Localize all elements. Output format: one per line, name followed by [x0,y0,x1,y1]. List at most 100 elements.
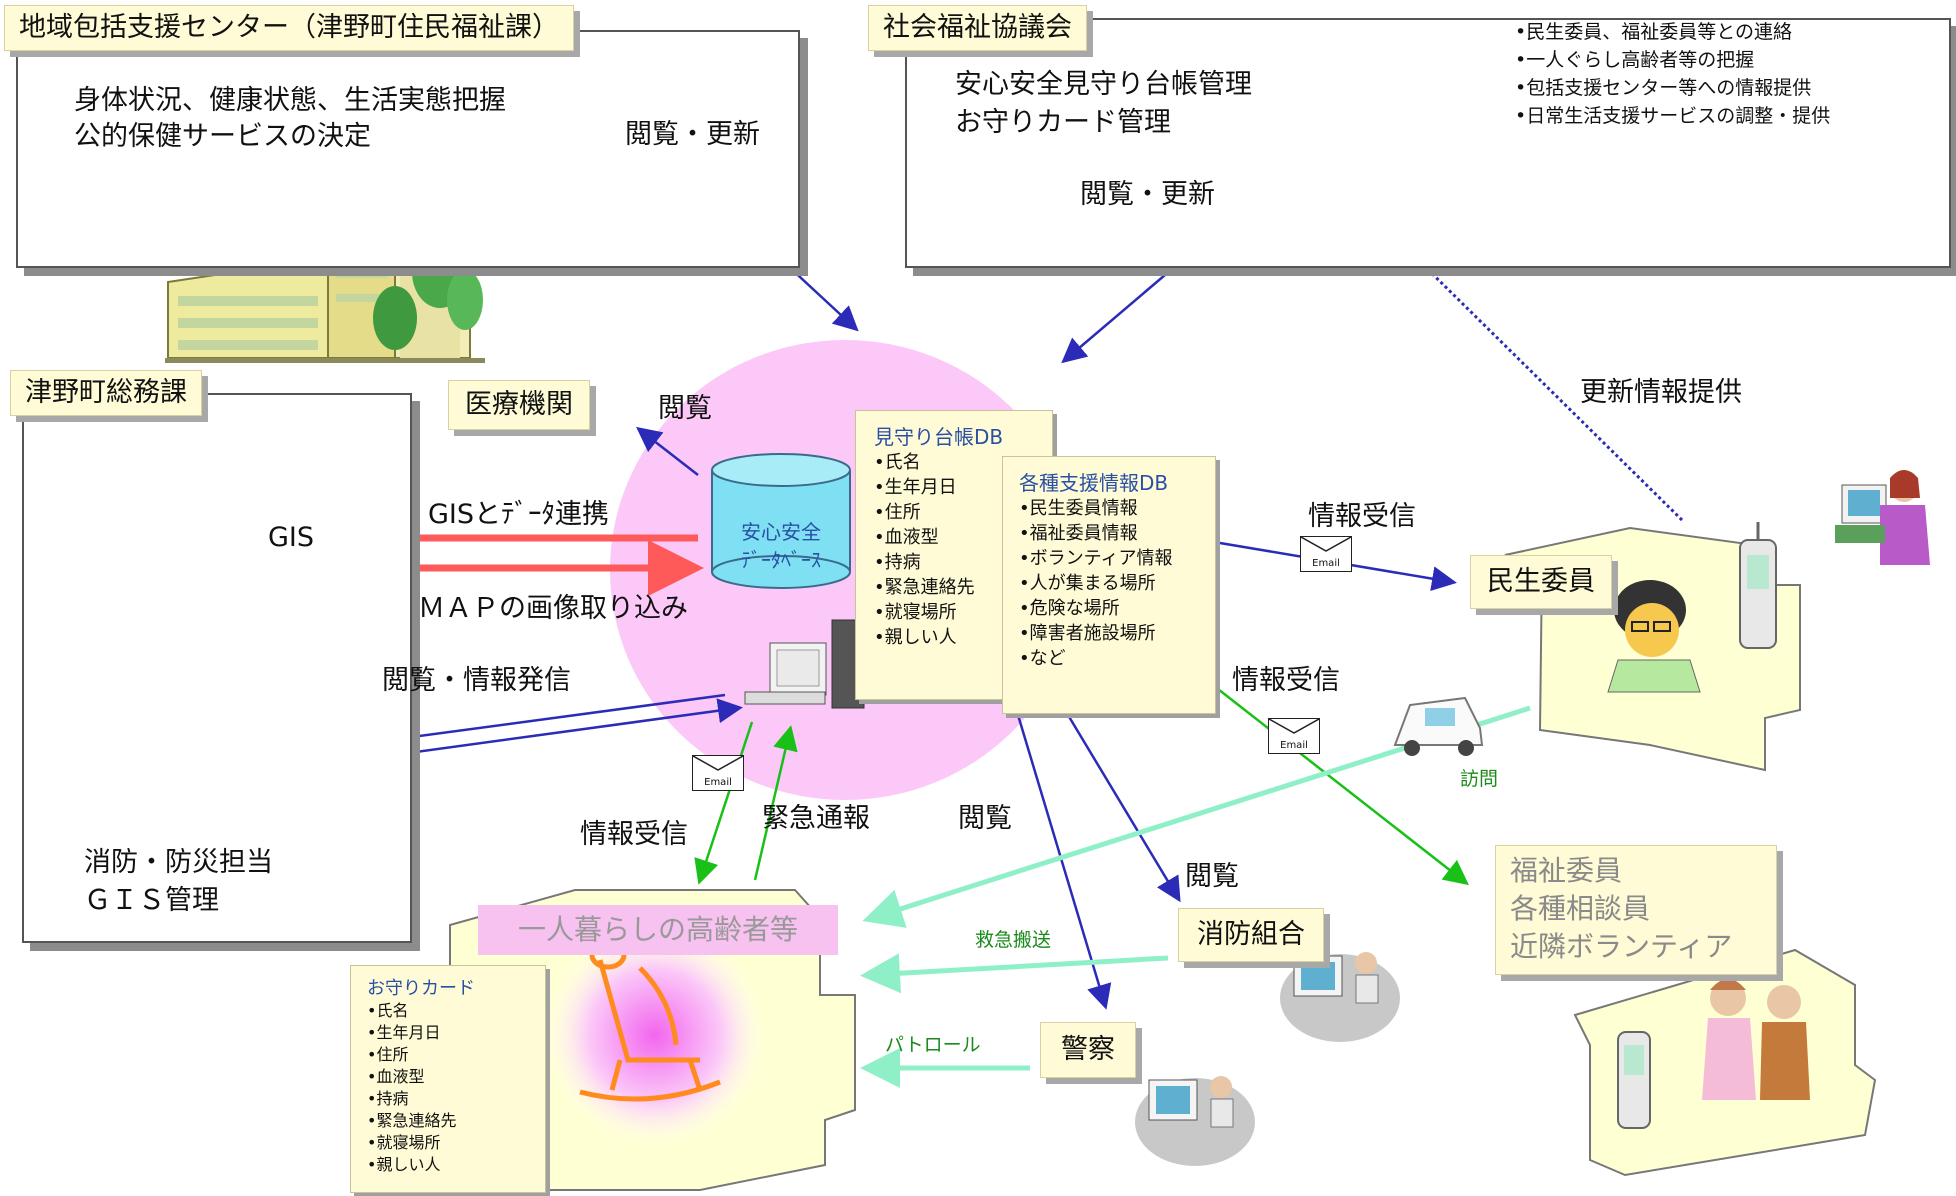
database-cylinder [711,453,851,589]
guard-card-item: •持病 [367,1089,409,1108]
flow-ambulance: 救急搬送 [975,929,1052,951]
flow-patrol: パトロール [885,1034,981,1056]
arrow-info-helpers [1199,674,1469,886]
flow-map-import: ＭＡＰの画像取り込み [418,593,688,624]
general-affairs-desc-1: 消防・防災担当 [84,847,273,878]
support-db-note: 各種支援情報DB •民生委員情報 •福祉委員情報 •ボランティア情報 •人が集ま… [1002,456,1216,714]
helpers-phone [1617,1031,1651,1129]
commissioner-phone [1739,522,1777,649]
commissioner-person [1607,580,1701,693]
arrow-db-fire [1066,714,1181,903]
watch-db-item: •住所 [874,502,921,523]
flow-info-receive-commissioner: 情報受信 [1308,501,1416,532]
flow-info-receive-helpers: 情報受信 [1232,665,1340,696]
council-desc-2: お守りカード管理 [955,107,1171,138]
watch-db-item: •就寝場所 [874,602,957,623]
watch-db-title: 見守り台帳DB [874,425,1004,449]
council-duty: •民生委員、福祉委員等との連絡 [1515,21,1793,43]
support-db-item: •民生委員情報 [1019,498,1138,519]
guard-card: お守りカード •氏名 •生年月日 •住所 •血液型 •持病 •緊急連絡先 •就寝… [350,965,546,1193]
police-label: 警察 [1040,1022,1136,1078]
arrow-browse-send-2 [371,698,743,760]
support-db-item: •福祉委員情報 [1019,523,1138,544]
arrow-emergency [753,725,798,881]
flow-update-info: 更新情報提供 [1580,377,1742,408]
helpers-label: 福祉委員 各種相談員 近隣ボランティア [1495,845,1777,975]
db-label-line1: 安心安全 [741,520,821,544]
flow-browse-center: 閲覧 [958,803,1012,834]
gis-label: GIS [268,522,315,553]
flow-info-receive-elderly: 情報受信 [580,819,688,850]
support-db-item: •人が集まる場所 [1019,573,1156,594]
visit-car [1393,696,1484,756]
watch-db-item: •氏名 [874,452,921,473]
watch-db-item: •持病 [874,552,921,573]
center-desc-2: 公的保健サービスの決定 [74,121,371,152]
watch-db-item: •血液型 [874,527,939,548]
guard-card-item: •血液型 [367,1067,425,1086]
commissioner-label: 民生委員 [1470,555,1612,609]
computer-police [1135,1076,1255,1166]
email-icon: Email [1268,718,1320,754]
guard-card-item: •生年月日 [367,1023,441,1042]
db-label: 安心安全 ﾃﾞｰﾀﾍﾞｰｽ [712,518,850,574]
general-affairs-desc-2: ＧＩＳ管理 [84,885,219,916]
center-box [16,30,800,268]
elderly-glow [545,925,765,1145]
helpers-couple [1702,979,1810,1100]
council-box [905,18,1951,268]
helpers-name: 福祉委員 [1510,854,1623,887]
helpers-name: 各種相談員 [1510,892,1651,925]
council-desc-1: 安心安全見守り台帳管理 [955,69,1252,100]
support-db-item: •危険な場所 [1019,598,1120,619]
flow-browse-send: 閲覧・情報発信 [382,665,571,696]
flow-gis-link: GISとﾃﾞｰﾀ連携 [428,499,610,530]
arrow-update-dotted [1393,235,1684,522]
watch-db-item: •生年月日 [874,477,957,498]
arrow-ambulance [860,953,1169,994]
center-action: 閲覧・更新 [625,119,760,150]
center-title: 地域包括支援センター（津野町住民福祉課） [4,5,574,51]
flow-browse-fire: 閲覧 [1185,861,1239,892]
arrow-browse-send-1 [347,693,726,755]
guard-card-title: お守りカード [367,978,475,999]
support-db-item: •障害者施設場所 [1019,623,1156,644]
guard-card-item: •氏名 [367,1001,409,1020]
council-duty: •一人ぐらし高齢者等の把握 [1515,49,1755,71]
email-icon: Email [1300,536,1352,572]
rocking-chair [579,940,721,1102]
support-db-title: 各種支援情報DB [1019,471,1169,495]
support-db-item: •ボランティア情報 [1019,548,1173,569]
watch-db-item: •親しい人 [874,627,957,648]
watch-db-item: •緊急連絡先 [874,577,975,598]
arrow-info-elderly [694,721,754,885]
center-desc-1: 身体状況、健康状態、生活実態把握 [74,85,506,116]
guard-card-item: •親しい人 [367,1155,441,1174]
council-duties: •民生委員、福祉委員等との連絡 •一人ぐらし高齢者等の把握 •包括支援センター等… [1515,18,1830,130]
elderly-label: 一人暮らしの高齢者等 [478,905,838,955]
flow-emergency-call: 緊急通報 [762,803,870,834]
council-title: 社会福祉協議会 [868,5,1087,51]
council-action: 閲覧・更新 [1080,179,1215,210]
db-label-line2: ﾃﾞｰﾀﾍﾞｰｽ [741,548,821,572]
flow-visit: 訪問 [1460,768,1499,790]
general-affairs-title: 津野町総務課 [10,370,202,416]
support-db-item: •など [1019,648,1066,669]
helpers-name: 近隣ボランティア [1510,930,1733,963]
flow-browse-medical: 閲覧 [658,393,712,424]
guard-card-item: •緊急連絡先 [367,1111,457,1130]
arrow-db-medical [636,426,699,476]
email-label: Email [1280,740,1308,751]
email-label: Email [704,777,732,788]
medical-label: 医療機関 [448,380,590,430]
general-affairs-box [22,393,412,943]
council-duty: •日常生活支援サービスの調整・提供 [1515,105,1831,127]
remote-person [1835,470,1930,565]
guard-card-item: •住所 [367,1045,409,1064]
council-duty: •包括支援センター等への情報提供 [1515,77,1812,99]
computer-fire-union [1280,952,1400,1042]
email-label: Email [1312,558,1340,569]
guard-card-item: •就寝場所 [367,1133,441,1152]
fire-union-label: 消防組合 [1178,908,1324,962]
